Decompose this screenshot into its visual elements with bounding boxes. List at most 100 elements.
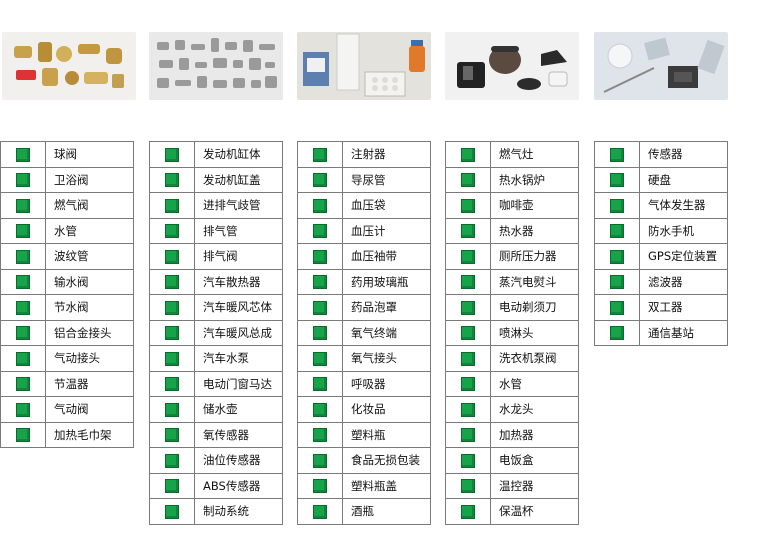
row-marker-cell [297, 319, 343, 346]
table-row: 水管 [0, 217, 134, 244]
table-row: 气体发生器 [594, 192, 728, 219]
green-square-icon [313, 428, 327, 442]
item-label: 厕所压力器 [490, 243, 579, 270]
table-row: 氧气接头 [297, 345, 431, 372]
table-row: 发动机缸体 [149, 141, 283, 168]
table-row: 汽车水泵 [149, 345, 283, 372]
table-row: 电动剃须刀 [445, 294, 579, 321]
category-table-valves: 球阀卫浴阀燃气阀水管波纹管输水阀节水阀铝合金接头气动接头节温器气动阀加热毛巾架 [0, 141, 134, 448]
table-row: 温控器 [445, 472, 579, 499]
green-square-icon [16, 249, 30, 264]
table-row: 食品无损包装 [297, 447, 431, 474]
green-square-icon [461, 428, 475, 442]
item-label: 酒瓶 [342, 498, 431, 525]
table-row: 通信基站 [594, 319, 728, 346]
row-marker-cell [149, 192, 195, 219]
green-square-icon [16, 173, 30, 187]
green-square-icon [610, 326, 624, 340]
table-row: 热水锅炉 [445, 166, 579, 193]
table-row: 血压袖带 [297, 243, 431, 270]
green-square-icon [313, 377, 327, 391]
green-square-icon [165, 504, 179, 519]
row-marker-cell [0, 421, 46, 448]
green-square-icon [610, 173, 624, 187]
table-row: 保温杯 [445, 498, 579, 525]
row-marker-cell [297, 166, 343, 193]
item-label: 喷淋头 [490, 319, 579, 346]
row-marker-cell [0, 319, 46, 346]
item-label: 汽车散热器 [194, 268, 283, 295]
item-label: 电动剃须刀 [490, 294, 579, 321]
table-row: 汽车暖风芯体 [149, 294, 283, 321]
table-row: 油位传感器 [149, 447, 283, 474]
table-row: 药品泡罩 [297, 294, 431, 321]
table-row: 氧气终端 [297, 319, 431, 346]
table-row: 电饭盒 [445, 447, 579, 474]
row-marker-cell [594, 217, 640, 244]
table-row: 咖啡壶 [445, 192, 579, 219]
table-row: 燃气阀 [0, 192, 134, 219]
table-row: 输水阀 [0, 268, 134, 295]
table-row: 塑料瓶盖 [297, 472, 431, 499]
table-row: 呼吸器 [297, 370, 431, 397]
row-marker-cell [149, 396, 195, 423]
item-label: 化妆品 [342, 396, 431, 423]
table-row: 双工器 [594, 294, 728, 321]
green-square-icon [16, 377, 30, 391]
row-marker-cell [445, 268, 491, 295]
row-marker-cell [297, 294, 343, 321]
green-square-icon [313, 326, 327, 340]
row-marker-cell [445, 345, 491, 372]
table-row: 电动门窗马达 [149, 370, 283, 397]
row-marker-cell [445, 472, 491, 499]
green-square-icon [165, 428, 179, 442]
row-marker-cell [594, 166, 640, 193]
item-label: 传感器 [639, 141, 728, 168]
table-row: 喷淋头 [445, 319, 579, 346]
table-row: 燃气灶 [445, 141, 579, 168]
green-square-icon [165, 453, 179, 468]
table-row: 气动阀 [0, 396, 134, 423]
table-row: 汽车散热器 [149, 268, 283, 295]
row-marker-cell [0, 345, 46, 372]
green-square-icon [165, 249, 179, 264]
table-row: 节温器 [0, 370, 134, 397]
item-label: 汽车暖风芯体 [194, 294, 283, 321]
row-marker-cell [0, 268, 46, 295]
item-label: GPS定位装置 [639, 243, 728, 270]
green-square-icon [16, 275, 30, 289]
item-label: 通信基站 [639, 319, 728, 346]
table-row: 药用玻璃瓶 [297, 268, 431, 295]
table-row: 排气管 [149, 217, 283, 244]
item-label: 水龙头 [490, 396, 579, 423]
green-square-icon [461, 224, 475, 238]
item-label: 温控器 [490, 472, 579, 499]
item-label: 热水锅炉 [490, 166, 579, 193]
row-marker-cell [149, 447, 195, 474]
item-label: 节水阀 [45, 294, 134, 321]
table-row: 氧传感器 [149, 421, 283, 448]
table-row: 汽车暖风总成 [149, 319, 283, 346]
green-square-icon [16, 147, 30, 162]
thumb-appliances [445, 32, 579, 100]
item-label: 卫浴阀 [45, 166, 134, 193]
row-marker-cell [594, 192, 640, 219]
item-label: 燃气阀 [45, 192, 134, 219]
table-row: 排气阀 [149, 243, 283, 270]
table-row: 导尿管 [297, 166, 431, 193]
row-marker-cell [297, 345, 343, 372]
item-label: 氧气终端 [342, 319, 431, 346]
row-marker-cell [149, 472, 195, 499]
green-square-icon [313, 147, 327, 162]
item-label: 汽车暖风总成 [194, 319, 283, 346]
row-marker-cell [297, 447, 343, 474]
item-label: 燃气灶 [490, 141, 579, 168]
row-marker-cell [445, 166, 491, 193]
item-label: 加热器 [490, 421, 579, 448]
green-square-icon [610, 198, 624, 213]
row-marker-cell [594, 268, 640, 295]
table-row: 卫浴阀 [0, 166, 134, 193]
green-square-icon [313, 300, 327, 315]
item-label: 导尿管 [342, 166, 431, 193]
table-row: 加热器 [445, 421, 579, 448]
